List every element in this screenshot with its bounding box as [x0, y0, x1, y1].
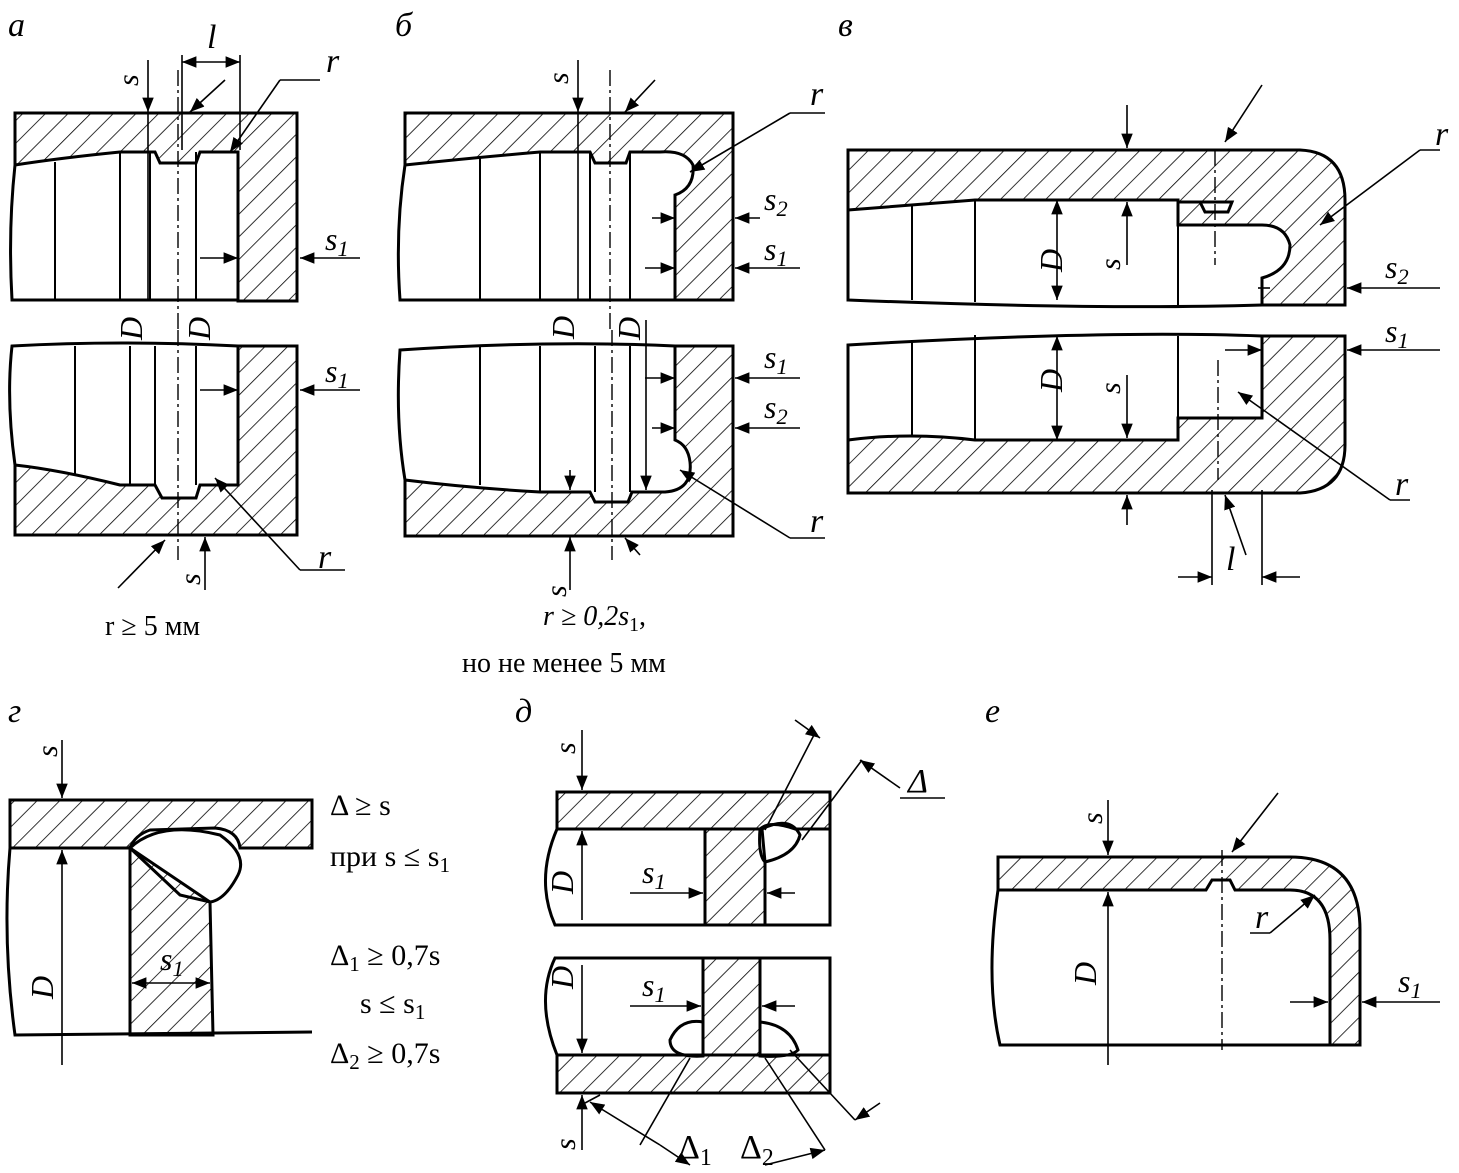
- panel-e-body: [990, 889, 1330, 1047]
- panel-a-letter: а: [8, 7, 25, 44]
- panel-a-D1-label: D: [113, 317, 149, 341]
- panel-d-s-bottom-label: s: [549, 1138, 582, 1150]
- panel-d-bottom-weld-left: [668, 1019, 705, 1058]
- panel-d-s1-top-label: s1: [642, 854, 666, 894]
- panel-v-s-bottom-label: s: [1094, 382, 1127, 394]
- panel-g-s1-label: s1: [160, 941, 184, 981]
- panel-e-r-label: r: [1255, 899, 1269, 936]
- panel-v-s1-label: s1: [1385, 313, 1409, 353]
- panel-b-note-line2: но не менее 5 мм: [462, 648, 666, 679]
- panel-a-top-shell: [13, 111, 299, 303]
- panel-v-letter: в: [838, 7, 853, 44]
- panel-d-bottom-plate: [701, 956, 762, 1057]
- panel-g-cond2: при s ≤ s1: [330, 840, 450, 877]
- panel-v-D-top-label: D: [1033, 249, 1069, 273]
- panel-b-bottom-body: [396, 342, 676, 481]
- panel-b-s-bottom-label: s: [540, 585, 573, 597]
- panel-a-bottom-body: [8, 341, 239, 466]
- panel-e-shell: [996, 855, 1362, 1047]
- panel-b-bottom-shell: [403, 344, 735, 538]
- panel-d-bottom-weld-right: [758, 1020, 800, 1058]
- panel-g-D-label: D: [24, 976, 60, 1000]
- panel-a-s-bottom-label: s: [174, 573, 207, 585]
- panel-d-top-body: [543, 828, 832, 927]
- panel-d-delta2-label: Δ2: [740, 1129, 774, 1171]
- panel-a-D2-label: D: [181, 317, 217, 341]
- panel-v-bottom-shell: [846, 334, 1347, 495]
- panel-v-top-body: [846, 210, 1263, 309]
- panel-b-top-shell: [403, 111, 735, 302]
- panel-d-letter: д: [515, 693, 532, 730]
- panel-g-letter: г: [8, 693, 21, 730]
- panel-a-s1-top-label: s1: [325, 221, 349, 261]
- panel-d-delta-label: Δ: [906, 763, 928, 800]
- panel-b-s2-bottom-label: s2: [764, 389, 788, 429]
- panel-v-D-bottom-label: D: [1033, 369, 1069, 393]
- panel-e-letter: е: [985, 693, 1000, 730]
- panel-g-shell: [8, 798, 314, 850]
- panel-a-r-bottom-label: r: [318, 539, 332, 576]
- panel-d-top-plate: [703, 827, 767, 927]
- panel-d-D-bottom-label: D: [544, 966, 580, 990]
- panel-d-top-weld: [760, 821, 802, 864]
- panel-g-weld-bead: [127, 828, 243, 904]
- panel-v: в r D s s2 s1 D: [838, 7, 1449, 585]
- panel-b-top-body: [396, 164, 675, 302]
- panel-g-cond1: Δ ≥ s: [330, 789, 391, 822]
- panel-v-top-shell: [846, 148, 1347, 307]
- panel-a-top-body: [9, 164, 238, 302]
- panel-a-l-label: l: [207, 19, 216, 56]
- panel-b-letter: б: [395, 7, 414, 44]
- panel-g-cond4: s ≤ s1: [360, 987, 425, 1024]
- panel-d-bottom-shell: [555, 1053, 832, 1095]
- panel-v-l-label: l: [1226, 541, 1235, 578]
- panel-d-delta1-label: Δ1: [678, 1129, 712, 1171]
- panel-d-D-top-label: D: [544, 871, 580, 895]
- panel-d-bottom-body: [543, 956, 832, 1056]
- panel-b-s1-bottom-label: s1: [764, 339, 788, 379]
- panel-d-s-top-label: s: [549, 742, 582, 754]
- panel-a-s-label: s: [112, 74, 145, 86]
- panel-v-bottom-body: [846, 332, 1263, 440]
- panel-g-cond5: Δ2 ≥ 0,7s: [330, 1037, 440, 1074]
- panel-a-note: r ≥ 5 мм: [105, 611, 200, 642]
- panel-g-body: [5, 847, 313, 1037]
- panel-b-r-top-label: r: [810, 76, 824, 113]
- panel-b: б s r s2 s1 D: [395, 7, 825, 679]
- panel-b-D2-label: D: [611, 317, 647, 341]
- panel-b-D1-label: D: [545, 316, 581, 340]
- panel-a: а s l r s1 s1: [8, 7, 360, 642]
- panel-d-s1-bottom-label: s1: [642, 967, 666, 1007]
- panel-v-r-bottom-label: r: [1395, 466, 1409, 503]
- panel-v-s-top-label: s: [1094, 258, 1127, 270]
- panel-v-s2-label: s2: [1385, 249, 1409, 289]
- panel-g-cond3: Δ1 ≥ 0,7s: [330, 939, 440, 976]
- panel-d: д s D s1 Δ D s1 s: [515, 693, 945, 1171]
- panel-v-r-top-label: r: [1435, 116, 1449, 153]
- panel-g: г s D s1 Δ ≥ s при s ≤ s1 Δ1 ≥ 0,7s s ≤ …: [5, 693, 450, 1074]
- panel-e-s1-label: s1: [1398, 963, 1422, 1003]
- panel-e: е s r D s1: [985, 693, 1440, 1065]
- panel-b-r-bottom-label: r: [810, 503, 824, 540]
- panel-a-s1-bottom-label: s1: [325, 353, 349, 393]
- panel-b-s-top-label: s: [542, 72, 575, 84]
- panel-b-s2-top-label: s2: [764, 181, 788, 221]
- panel-a-r-top-label: r: [326, 43, 340, 80]
- panel-e-s-label: s: [1076, 812, 1109, 824]
- panel-g-s-label: s: [31, 745, 64, 757]
- panel-b-note-line1: r ≥ 0,2s1,: [543, 601, 646, 636]
- panel-e-D-label: D: [1067, 962, 1103, 986]
- panel-b-s1-top-label: s1: [764, 231, 788, 271]
